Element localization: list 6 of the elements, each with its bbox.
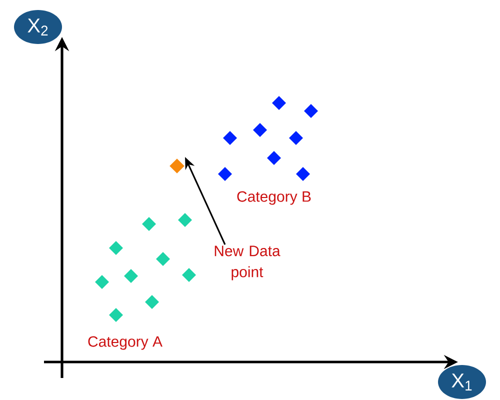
axis-label: X$_{1}$ — [438, 365, 486, 399]
data-point — [170, 158, 184, 174]
axis-label: X$_{2}$ — [14, 10, 62, 44]
category-label: Category A — [88, 336, 162, 350]
annotation-text: New Data point — [214, 246, 280, 280]
category-label: Category B — [237, 191, 311, 205]
